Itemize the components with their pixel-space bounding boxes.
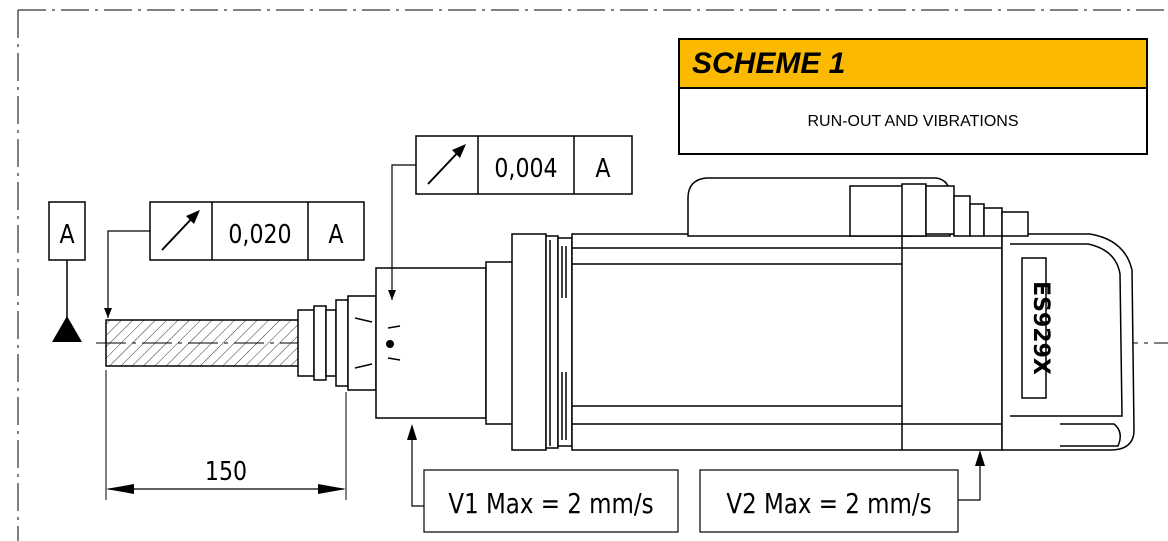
connector-housing: [687, 177, 1029, 237]
spindle-fins: [549, 240, 567, 446]
vibration-v1-callout: V1 Max = 2 mm/s: [407, 424, 679, 533]
datum-a-letter: A: [59, 219, 75, 249]
tolerance-frame-tool: 0,020 A: [104, 201, 365, 318]
datum-triangle-icon: [52, 316, 82, 342]
collet-nut: [297, 295, 377, 391]
spindle-nose: [375, 261, 527, 425]
dimension-150: 150: [105, 370, 347, 500]
spindle-runout-datum: A: [595, 153, 611, 183]
measure-point-v1: [386, 340, 394, 348]
tool-shank: [105, 319, 303, 367]
scheme-subtitle: RUN-OUT AND VIBRATIONS: [807, 113, 1019, 130]
circular-runout-arrow-icon: [161, 210, 200, 251]
tolerance-frame-spindle: 0,004 A: [388, 135, 633, 300]
scheme-title-block: SCHEME 1 RUN-OUT AND VIBRATIONS: [678, 38, 1148, 155]
spindle-brand-label: ES929X: [1028, 281, 1053, 375]
vibration-v2-callout: V2 Max = 2 mm/s: [699, 450, 985, 533]
spindle-runout-value: 0,004: [494, 153, 557, 183]
drawing-frame: [17, 9, 1168, 541]
circular-runout-arrow-icon: [427, 144, 466, 185]
vibration-v2-label: V2 Max = 2 mm/s: [726, 488, 931, 521]
tool-runout-value: 0,020: [228, 219, 291, 249]
datum-a-symbol: A: [48, 201, 86, 342]
dimension-value: 150: [205, 456, 247, 486]
vibration-v1-label: V1 Max = 2 mm/s: [448, 488, 653, 521]
scheme-title: SCHEME 1: [680, 40, 1146, 89]
spindle-body: [511, 233, 1135, 451]
tool-runout-datum: A: [328, 219, 344, 249]
